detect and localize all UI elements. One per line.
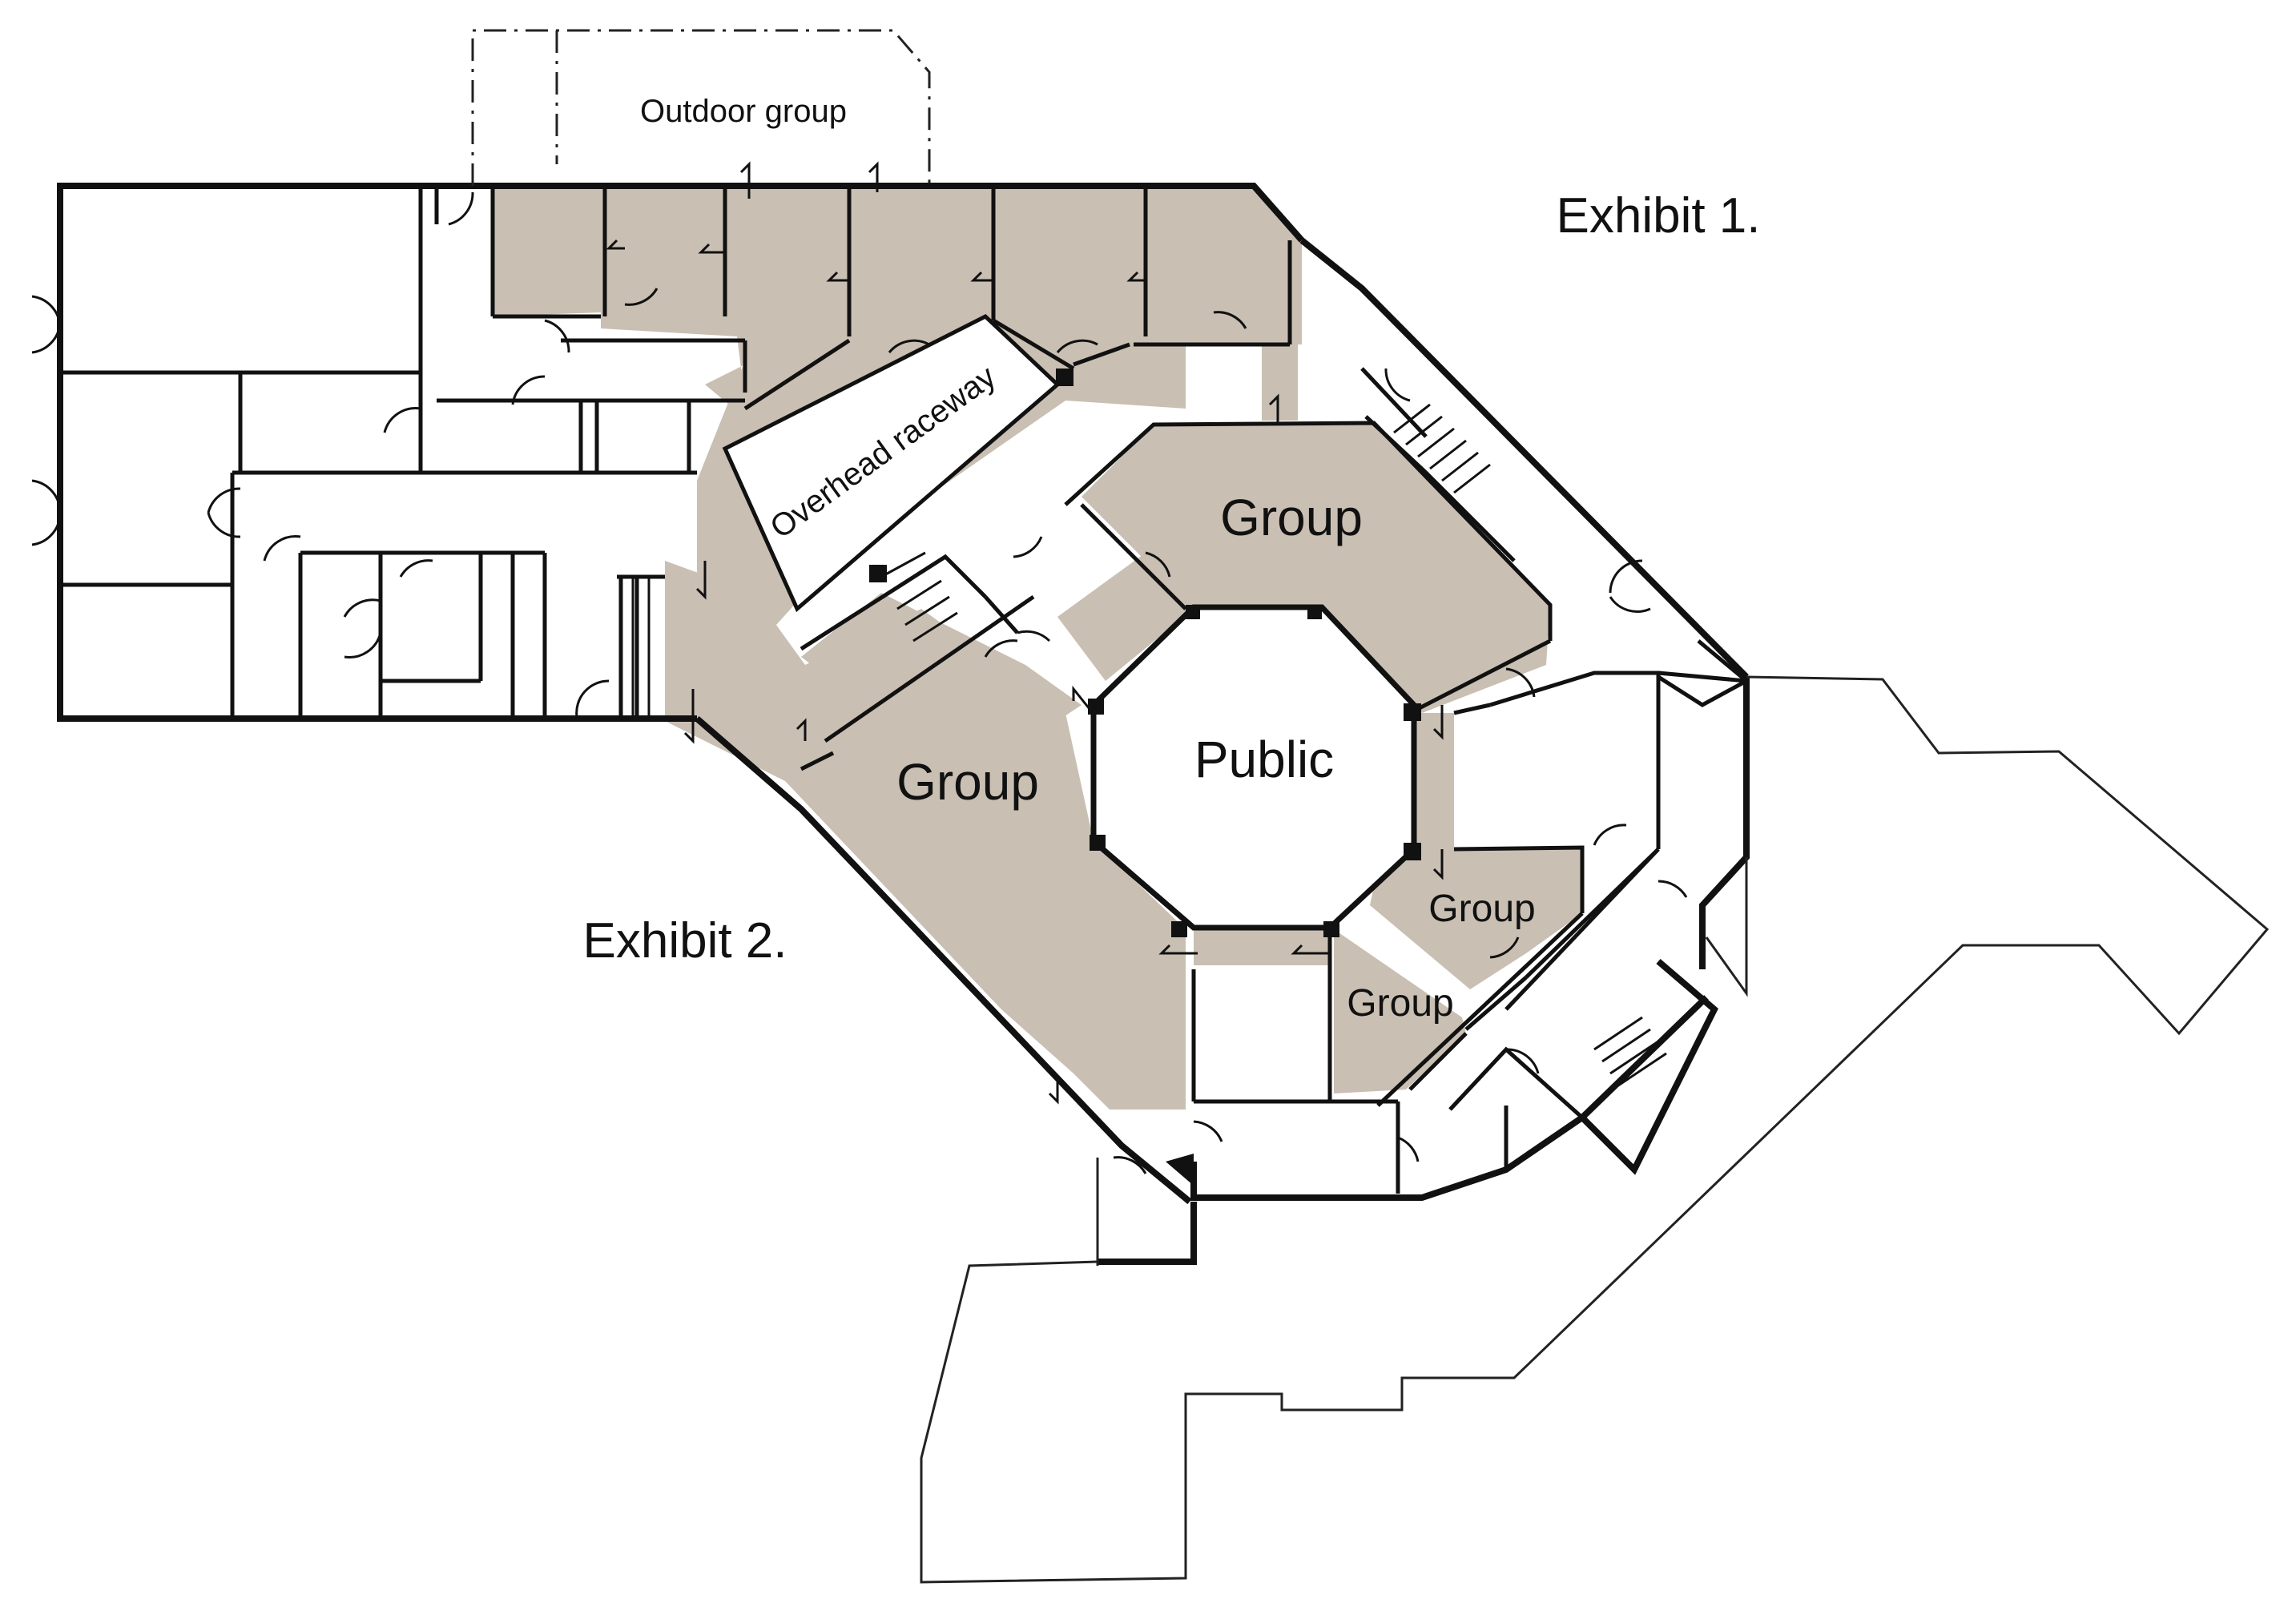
group-small-upper-label: Group <box>1428 888 1535 930</box>
left-block-walls <box>60 186 745 719</box>
door-swings <box>31 191 1688 1174</box>
outdoor-group-outline <box>471 29 931 186</box>
exhibit-2-label: Exhibit 2. <box>582 913 787 969</box>
group-upper-label: Group <box>1220 489 1363 546</box>
small-group-upper <box>1370 848 1582 989</box>
group-small-lower-label: Group <box>1347 982 1453 1025</box>
connector-left <box>801 593 1082 721</box>
site-outlines <box>920 675 2270 1584</box>
upper-group-room <box>1082 423 1550 713</box>
outdoor-group-label: Outdoor group <box>640 94 847 129</box>
stairs <box>631 403 1667 1087</box>
shaded-zones <box>493 188 1582 1110</box>
corridor-walls <box>722 313 1553 771</box>
group-left-label: Group <box>896 753 1039 811</box>
exhibit-1-label: Exhibit 1. <box>1556 188 1760 244</box>
public-label: Public <box>1194 731 1334 788</box>
columns <box>869 369 1421 1186</box>
connector-top <box>1262 344 1298 421</box>
top-room-dividers <box>490 186 1292 393</box>
right-side-walls <box>1191 367 1748 1194</box>
connector-bottom <box>1194 925 1330 965</box>
connector-right <box>1414 713 1454 849</box>
left-group-room <box>665 561 1186 1110</box>
exit-arrows <box>606 161 1444 1105</box>
